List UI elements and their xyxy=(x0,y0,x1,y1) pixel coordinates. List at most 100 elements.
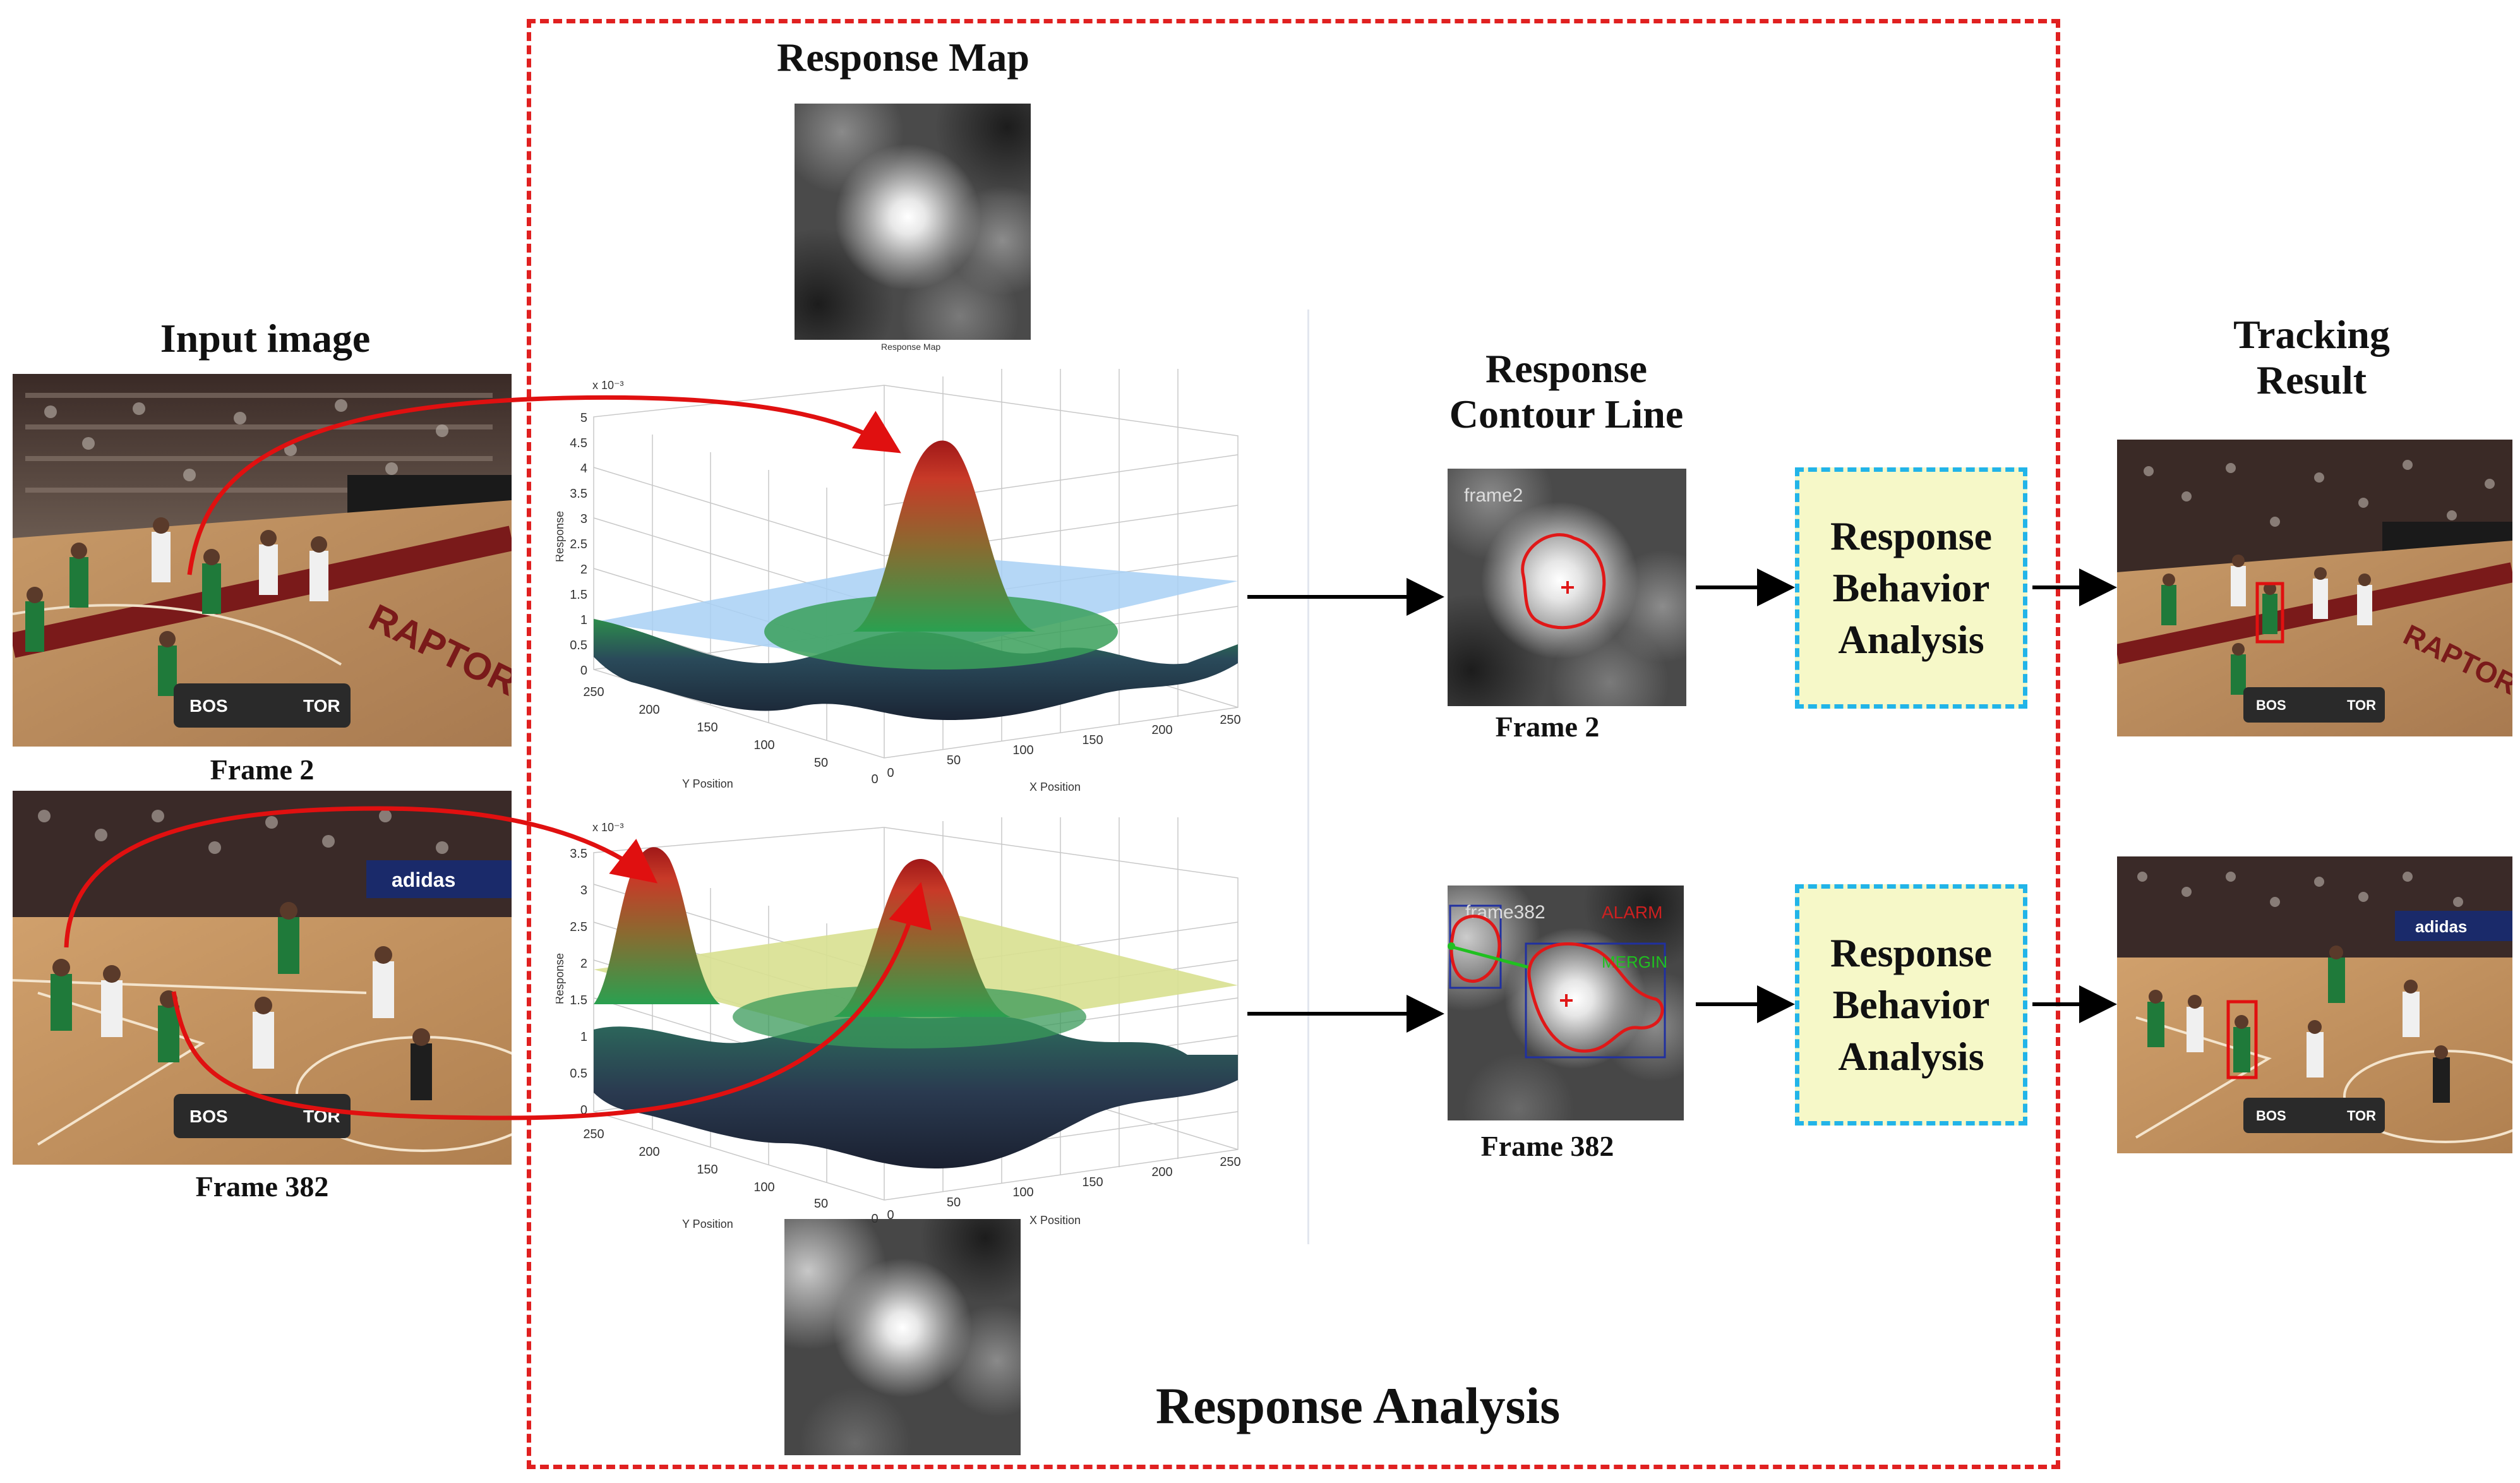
z-axis-exponent: x 10⁻³ xyxy=(592,821,624,834)
svg-text:BOS: BOS xyxy=(2256,697,2286,713)
surface-plot-top: 5 4.5 4 3.5 3 2.5 2 1.5 1 0.5 0 x 10⁻³ R… xyxy=(556,369,1241,793)
svg-text:1.5: 1.5 xyxy=(570,588,587,602)
svg-text:3: 3 xyxy=(580,512,587,526)
svg-text:100: 100 xyxy=(753,738,774,752)
response-behavior-analysis-box-top: Response Behavior Analysis xyxy=(1795,467,2027,709)
svg-text:200: 200 xyxy=(639,703,659,717)
tracking-box xyxy=(2226,1000,2258,1079)
svg-text:150: 150 xyxy=(1082,733,1103,747)
red-arrow-frame382-to-center-peak xyxy=(171,882,932,1120)
contour-map-frame-382: frame382 ALARM MERGIN xyxy=(1448,886,1684,1120)
response-peak-center xyxy=(834,859,1011,1017)
response-map-caption-top: Response Map xyxy=(881,342,941,352)
x-axis-label: X Position xyxy=(1029,1214,1081,1227)
svg-text:0: 0 xyxy=(871,1212,878,1226)
red-arrow-frame382-to-left-peak xyxy=(64,806,658,948)
svg-text:TOR: TOR xyxy=(303,696,340,716)
svg-text:0: 0 xyxy=(887,766,894,780)
input-frame-382-label: Frame 382 xyxy=(195,1170,329,1203)
svg-text:adidas: adidas xyxy=(2415,917,2467,936)
svg-text:1: 1 xyxy=(580,1030,587,1044)
svg-text:100: 100 xyxy=(753,1180,774,1194)
tracking-box xyxy=(2255,582,2284,644)
y-axis-label: Y Position xyxy=(682,1218,733,1230)
z-axis-ticks: 5 4.5 4 3.5 3 2.5 2 1.5 1 0.5 0 xyxy=(570,411,587,678)
svg-text:4.5: 4.5 xyxy=(570,436,587,450)
response-map-heatmap-bottom xyxy=(784,1219,1021,1455)
svg-text:250: 250 xyxy=(1220,1155,1240,1169)
svg-text:0.5: 0.5 xyxy=(570,639,587,652)
input-image-title: Input image xyxy=(160,316,371,361)
y-axis-label: Y Position xyxy=(682,778,733,790)
svg-text:50: 50 xyxy=(947,1196,961,1210)
contour-overlay: frame382 ALARM MERGIN xyxy=(1448,902,1667,1059)
svg-text:frame2: frame2 xyxy=(1464,485,1523,506)
response-surface xyxy=(594,1016,1238,1168)
tracking-result-frame-2: RAPTORS BOS TOR xyxy=(2117,440,2512,736)
contour-overlay: frame2 xyxy=(1464,485,1606,630)
vertical-divider xyxy=(1307,309,1309,1244)
svg-text:50: 50 xyxy=(814,756,828,770)
svg-text:200: 200 xyxy=(639,1145,659,1159)
response-analysis-box xyxy=(527,19,2060,1469)
svg-text:250: 250 xyxy=(1220,713,1240,727)
z-axis-label: Response xyxy=(556,511,566,562)
response-map-title: Response Map xyxy=(776,35,1030,80)
svg-text:0: 0 xyxy=(580,1103,587,1117)
z-axis-exponent: x 10⁻³ xyxy=(592,379,624,392)
svg-text:frame382: frame382 xyxy=(1465,902,1545,923)
svg-text:150: 150 xyxy=(1082,1175,1103,1189)
response-peak xyxy=(853,440,1036,632)
svg-text:2: 2 xyxy=(580,563,587,577)
svg-text:50: 50 xyxy=(814,1197,828,1211)
z-axis-label: Response xyxy=(556,953,566,1004)
basketball-court-photo: adidas BOS TOR xyxy=(2117,856,2512,1153)
rba-label: Response Behavior Analysis xyxy=(1830,930,1993,1079)
x-axis-ticks: 0 50 100 150 200 250 xyxy=(887,713,1240,780)
svg-text:2.5: 2.5 xyxy=(570,920,587,934)
svg-text:0: 0 xyxy=(580,664,587,678)
rba-label: Response Behavior Analysis xyxy=(1830,513,1993,662)
svg-text:200: 200 xyxy=(1151,1165,1172,1179)
contour-map-frame-2: frame2 xyxy=(1448,469,1686,706)
response-peak-left xyxy=(594,847,720,1004)
response-surface xyxy=(594,619,1238,720)
svg-text:adidas: adidas xyxy=(392,868,455,891)
svg-text:0: 0 xyxy=(871,772,878,786)
svg-text:250: 250 xyxy=(583,685,604,699)
response-map-heatmap-top xyxy=(795,104,1031,340)
response-analysis-title: Response Analysis xyxy=(1155,1377,1561,1434)
svg-text:BOS: BOS xyxy=(189,696,228,716)
svg-text:200: 200 xyxy=(1151,723,1172,737)
svg-text:150: 150 xyxy=(697,721,717,735)
svg-text:0: 0 xyxy=(887,1208,894,1222)
svg-text:3: 3 xyxy=(580,884,587,898)
response-contour-line-title: Response Contour Line xyxy=(1449,346,1684,437)
svg-text:250: 250 xyxy=(583,1127,604,1141)
y-axis-ticks: 250 200 150 100 50 0 xyxy=(583,1127,878,1226)
svg-text:3.5: 3.5 xyxy=(570,847,587,861)
red-arrow-frame2-to-peak xyxy=(187,395,901,575)
basketball-court-photo: RAPTORS BOS TOR xyxy=(2117,440,2512,736)
svg-text:150: 150 xyxy=(697,1163,717,1177)
svg-text:50: 50 xyxy=(947,754,961,767)
svg-text:TOR: TOR xyxy=(2347,1108,2376,1124)
contour-frame-2-label: Frame 2 xyxy=(1495,711,1600,743)
x-axis-ticks: 0 50 100 150 200 250 xyxy=(887,1155,1240,1222)
svg-text:5: 5 xyxy=(580,411,587,425)
svg-text:2: 2 xyxy=(580,957,587,971)
z-axis-ticks: 3.5 3 2.5 2 1.5 1 0.5 0 xyxy=(570,847,587,1117)
svg-text:1.5: 1.5 xyxy=(570,994,587,1007)
svg-text:2.5: 2.5 xyxy=(570,537,587,551)
tracking-result-frame-382: adidas BOS TOR xyxy=(2117,856,2512,1153)
svg-text:TOR: TOR xyxy=(2347,697,2376,713)
contour-frame-382-label: Frame 382 xyxy=(1480,1130,1614,1162)
svg-text:BOS: BOS xyxy=(189,1107,228,1126)
surface-plot-bottom: 3.5 3 2.5 2 1.5 1 0.5 0 x 10⁻³ Response … xyxy=(556,817,1241,1230)
svg-text:1: 1 xyxy=(580,613,587,627)
svg-text:BOS: BOS xyxy=(2256,1108,2286,1124)
y-axis-ticks: 250 200 150 100 50 0 xyxy=(583,685,878,786)
svg-text:ALARM: ALARM xyxy=(1602,903,1662,922)
svg-text:3.5: 3.5 xyxy=(570,487,587,501)
